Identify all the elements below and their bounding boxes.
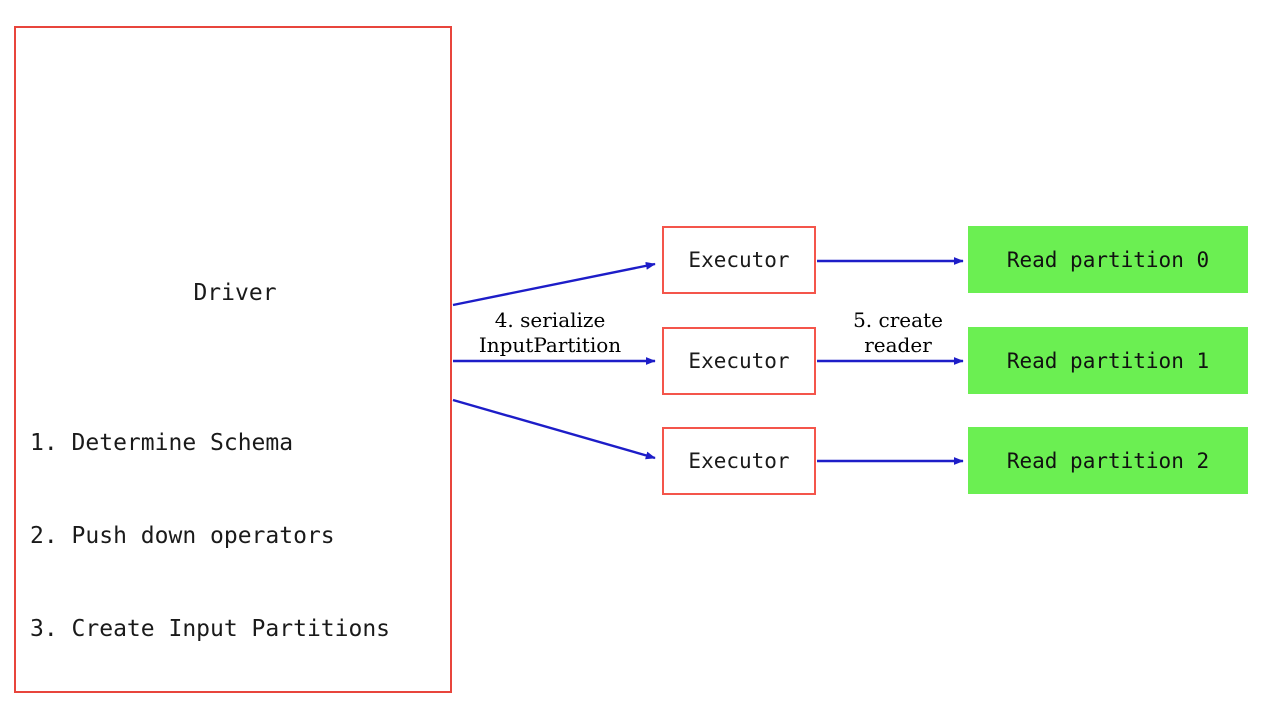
edge-label-serialize-line-1: 4. serialize bbox=[494, 308, 606, 332]
driver-steps-list: 1. Determine Schema 2. Push down operato… bbox=[30, 366, 450, 707]
executor-box-1: Executor bbox=[662, 226, 816, 294]
arrow-driver-to-executor-3 bbox=[452, 398, 656, 460]
edge-label-serialize-line-2: InputPartition bbox=[478, 333, 622, 357]
executor-label-3: Executor bbox=[688, 449, 790, 473]
arrow-driver-to-executor-1 bbox=[452, 261, 656, 307]
driver-step-3: 3. Create Input Partitions bbox=[30, 616, 391, 642]
partition-box-2: Read partition 2 bbox=[968, 427, 1248, 494]
partition-box-0: Read partition 0 bbox=[968, 226, 1248, 293]
partition-label-1: Read partition 1 bbox=[1006, 348, 1210, 373]
driver-step-2: 2. Push down operators bbox=[30, 523, 335, 549]
partition-box-1: Read partition 1 bbox=[968, 327, 1248, 394]
executor-label-2: Executor bbox=[688, 349, 790, 373]
executor-label-1: Executor bbox=[688, 248, 790, 272]
edge-label-serialize: 4. serialize InputPartition bbox=[455, 308, 645, 358]
driver-title: Driver bbox=[193, 280, 277, 306]
driver-box: Driver 1. Determine Schema 2. Push down … bbox=[14, 26, 452, 693]
edge-label-create-reader-line-1: 5. create bbox=[853, 308, 943, 332]
partition-label-2: Read partition 2 bbox=[1006, 448, 1210, 473]
executor-box-3: Executor bbox=[662, 427, 816, 495]
partition-label-0: Read partition 0 bbox=[1006, 247, 1210, 272]
executor-box-2: Executor bbox=[662, 327, 816, 395]
edge-label-create-reader: 5. create reader bbox=[828, 308, 968, 358]
edge-label-create-reader-line-2: reader bbox=[864, 333, 932, 357]
driver-step-1: 1. Determine Schema bbox=[30, 430, 294, 456]
